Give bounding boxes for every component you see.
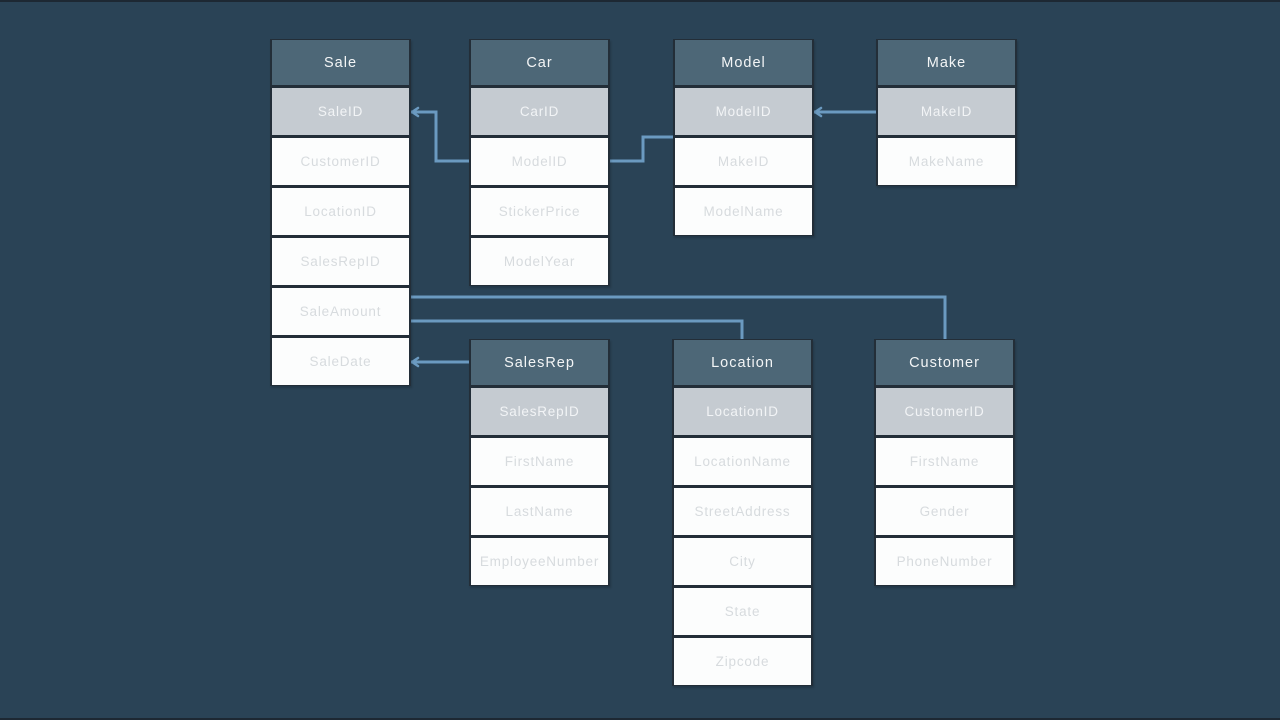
table-field: LocationID [272,188,409,235]
connector-arrowhead-icon [410,356,420,368]
table-field: MakeName [878,138,1015,185]
table-field: FirstName [471,438,608,485]
table-title: Make [878,40,1015,85]
table-field: SaleAmount [272,288,409,335]
table-field: CustomerID [272,138,409,185]
table-field: LocationName [674,438,811,485]
connector-Sale.SaleAmount-to-Customer.CustomerID [411,295,947,339]
table-field: State [674,588,811,635]
table-title: Car [471,40,608,85]
table-title: Customer [876,340,1013,385]
connector-Sale.SaleID-to-Car.ModelID [411,110,469,163]
connector-Car.ModelID-to-Model.ModelID [610,135,673,163]
table-field-primary-key: LocationID [674,388,811,435]
table-field-primary-key: CustomerID [876,388,1013,435]
table-field-primary-key: SalesRepID [471,388,608,435]
table-field: ModelYear [471,238,608,285]
table-field: PhoneNumber [876,538,1013,585]
table-title: Sale [272,40,409,85]
table-field: LastName [471,488,608,535]
table-field: ModelID [471,138,608,185]
table-field: SalesRepID [272,238,409,285]
table-title: Model [675,40,812,85]
table-field: ModelName [675,188,812,235]
table-field: StreetAddress [674,488,811,535]
table-field: MakeID [675,138,812,185]
connector-arrowhead-icon [410,106,420,118]
table-field: FirstName [876,438,1013,485]
letterbox-top [0,0,1280,2]
table-field-primary-key: CarID [471,88,608,135]
table-title: Location [674,340,811,385]
table-title: SalesRep [471,340,608,385]
table-field: SaleDate [272,338,409,385]
connector-arrowhead-icon [813,106,823,118]
table-field-primary-key: ModelID [675,88,812,135]
letterbox-bottom [0,718,1280,720]
table-field: City [674,538,811,585]
table-field: Zipcode [674,638,811,685]
connector-Sale.SaleAmount-to-Location.LocationID [411,319,744,339]
table-field: StickerPrice [471,188,608,235]
table-field-primary-key: MakeID [878,88,1015,135]
table-field: Gender [876,488,1013,535]
table-field-primary-key: SaleID [272,88,409,135]
table-field: EmployeeNumber [471,538,608,585]
